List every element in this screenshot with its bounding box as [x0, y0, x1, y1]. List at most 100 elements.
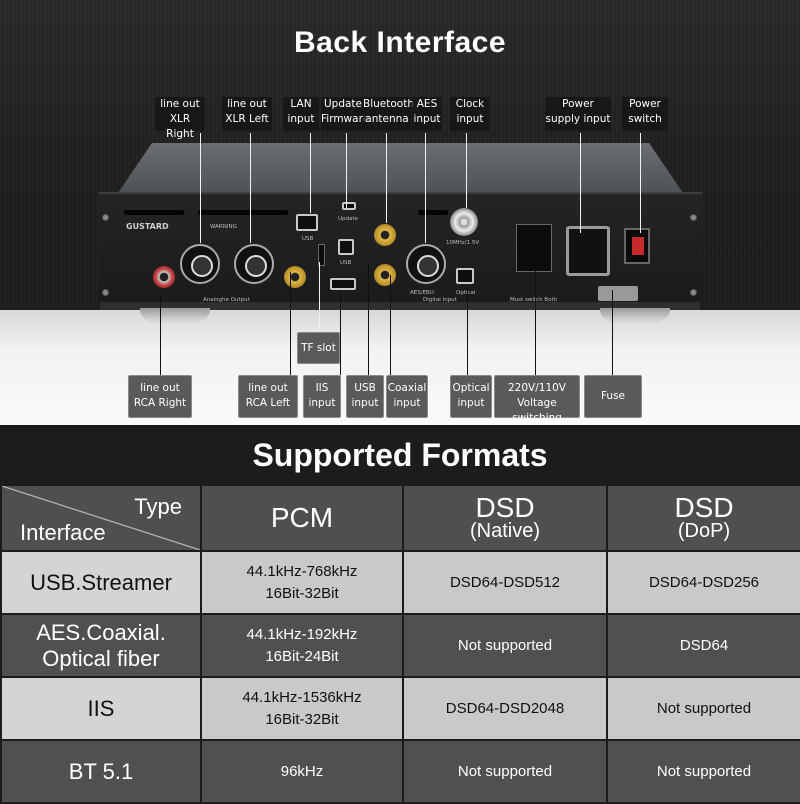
leader-line [290, 272, 291, 375]
power-switch [624, 228, 650, 264]
leader-line [466, 133, 467, 208]
rca-left-jack [284, 266, 306, 288]
leader-line [386, 133, 387, 223]
row-dsd-native: DSD64-DSD512 [402, 550, 608, 615]
leader-line [340, 290, 341, 375]
leader-line [250, 133, 251, 243]
leader-line [160, 295, 161, 375]
analog-output-label: Analoghe Output [203, 297, 250, 303]
warning-label: WARNING [210, 224, 237, 230]
brand-logo: GUSTARD [126, 222, 169, 231]
row-dsd-dop: Not supported [606, 676, 800, 741]
usb-label: USB [340, 260, 352, 266]
rca-right-jack [153, 266, 175, 288]
device-foot [140, 308, 210, 326]
bluetooth-antenna-jack [374, 224, 396, 246]
optical-port [456, 268, 474, 284]
row-dsd-dop: DSD64-DSD256 [606, 550, 800, 615]
callout-tf-slot: TF slot [297, 332, 340, 364]
fuse-holder [598, 286, 638, 301]
screw-icon [102, 289, 109, 296]
digital-input-label: Digital Input [423, 297, 457, 303]
header-dsd-dop: DSD(DoP) [606, 484, 800, 552]
vent-slot [198, 210, 288, 215]
table-row: BT 5.1 96kHz Not supported Not supported [0, 739, 800, 804]
device-top-cover [118, 143, 683, 193]
leader-line [368, 262, 369, 375]
header-dsd-native: DSD(Native) [402, 484, 608, 552]
leader-line [612, 290, 613, 375]
power-inlet [566, 226, 610, 276]
screw-icon [690, 289, 697, 296]
device-base [100, 302, 700, 310]
callout-fuse: Fuse [584, 375, 642, 418]
header-type: Type [134, 494, 182, 519]
vent-slot [124, 210, 184, 215]
row-dsd-native: DSD64-DSD2048 [402, 676, 608, 741]
row-dsd-native: Not supported [402, 739, 608, 804]
leader-line [467, 285, 468, 375]
device-foot [600, 308, 670, 326]
aes-xlr-jack [406, 244, 446, 284]
leader-line [580, 133, 581, 233]
xlr-left-jack [234, 244, 274, 284]
row-dsd-dop: Not supported [606, 739, 800, 804]
voltage-switch-label: Must switch Both [510, 297, 558, 303]
back-interface-title: Back Interface [293, 26, 507, 59]
optical-label: Optical [456, 290, 476, 296]
leader-line [535, 270, 536, 375]
supported-formats-title: Supported Formats [252, 437, 548, 473]
leader-line [640, 133, 641, 233]
row-dsd-dop: DSD64 [606, 613, 800, 678]
screw-icon [102, 214, 109, 221]
header-type-interface: Type Interface [0, 484, 202, 552]
clock-label: 10MHz/1.5V [446, 240, 480, 246]
vent-slot [418, 210, 448, 215]
lan-port [296, 214, 318, 231]
tf-card-slot [318, 244, 325, 266]
xlr-right-jack [180, 244, 220, 284]
update-port [342, 202, 356, 210]
leader-line [346, 133, 347, 208]
leader-line [319, 262, 320, 330]
update-label: Update [338, 216, 358, 222]
formats-table: Type Interface PCM DSD(Native) DSD(DoP) … [0, 484, 800, 804]
clock-bnc-jack [450, 208, 478, 236]
leader-line [200, 133, 201, 243]
header-pcm: PCM [200, 484, 404, 552]
row-pcm: 96kHz [200, 739, 404, 804]
header-interface: Interface [20, 520, 106, 545]
voltage-selector [516, 224, 552, 272]
leader-line [310, 133, 311, 213]
row-interface: BT 5.1 [0, 739, 202, 804]
iis-hdmi-port [330, 278, 356, 290]
table-header-row: Type Interface PCM DSD(Native) DSD(DoP) [0, 484, 800, 552]
row-interface: USB.Streamer [0, 550, 202, 615]
row-interface: IIS [0, 676, 202, 741]
aes-label: AES/EBU [410, 290, 434, 296]
screw-icon [690, 214, 697, 221]
row-dsd-native: Not supported [402, 613, 608, 678]
usb-port [338, 239, 354, 255]
table-row: AES.Coaxial.Optical fiber 44.1kHz-192kHz… [0, 613, 800, 678]
